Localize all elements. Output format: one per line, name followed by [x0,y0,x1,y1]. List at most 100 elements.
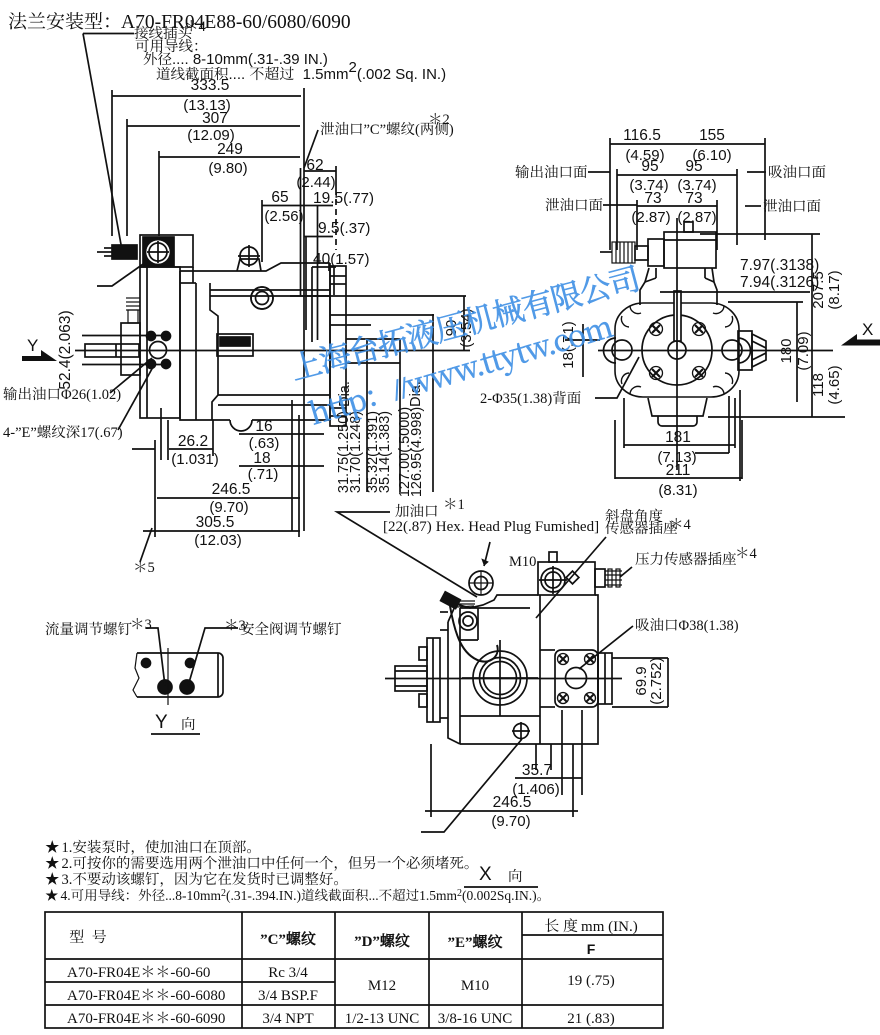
svg-text:(.63): (.63) [249,435,280,452]
svg-text:52.4(2.063): 52.4(2.063) [57,310,74,389]
svg-text:A70-FR04E＊＊-60-6090: A70-FR04E＊＊-60-6090 [67,1011,225,1027]
svg-text:(7.13): (7.13) [657,449,696,466]
svg-text:116.5: 116.5 [623,127,661,144]
svg-text:A70-FR04E88-60/6080/6090: A70-FR04E88-60/6080/6090 [121,12,351,33]
svg-text:”E”螺纹: ”E”螺纹 [447,934,502,951]
svg-text:(4.65): (4.65) [826,365,843,404]
svg-text:(2.87): (2.87) [631,209,670,226]
svg-text:＊5: ＊5 [133,560,155,576]
svg-text:Dia.: Dia. [337,381,353,407]
svg-text:1/2-13 UNC: 1/2-13 UNC [345,1011,420,1027]
svg-text:31.70(1.248): 31.70(1.248) [348,411,364,493]
svg-text:长 度mm (IN.): 长 度mm (IN.) [544,918,637,935]
svg-text:31.75(1.250): 31.75(1.250) [336,411,352,493]
svg-text:180: 180 [778,338,795,363]
svg-text:型 号: 型 号 [69,929,107,946]
svg-text:斜盘角度: 斜盘角度 [605,508,663,525]
svg-text:35.7: 35.7 [522,762,552,779]
svg-text:Dia.: Dia. [408,381,424,407]
svg-text:Y: Y [155,712,168,733]
svg-text:(1.031): (1.031) [171,451,219,468]
svg-text:(9.80): (9.80) [208,160,247,177]
svg-text:3/4 BSP.F: 3/4 BSP.F [258,988,318,1004]
svg-text:73: 73 [644,190,661,207]
svg-text:[22(.87)Hex. Head Plug Fumishe: [22(.87)Hex. Head Plug Fumished] [383,519,599,535]
svg-text:(7.09): (7.09) [795,331,812,370]
svg-text:333.5: 333.5 [191,77,230,94]
svg-text:法兰安装型：: 法兰安装型： [8,7,122,34]
svg-text:＊4: ＊4 [669,517,691,533]
svg-text:＊4: ＊4 [735,546,757,562]
svg-text:126.95(4.998): 126.95(4.998) [409,407,425,497]
svg-text:泄油口面: 泄油口面 [545,197,603,214]
svg-text:35.14(1.383): 35.14(1.383) [377,411,393,493]
svg-text:＊4: ＊4 [184,19,206,35]
svg-text:＊3: ＊3 [130,617,152,633]
svg-text:向: 向 [181,716,196,733]
svg-text:★4.可用导线：外径...8-10mm2(.31-.394.: ★4.可用导线：外径...8-10mm2(.31-.394.IN.)道线截面积.… [45,888,550,903]
svg-text:246.5: 246.5 [493,794,532,811]
svg-text:4-”E”螺纹深17(.67): 4-”E”螺纹深17(.67) [3,424,123,441]
svg-text:35.32(1.391): 35.32(1.391) [365,411,381,493]
svg-text:吸油口面: 吸油口面 [768,164,826,181]
svg-text:X: X [479,864,492,885]
svg-text:安全阀调节螺钉: 安全阀调节螺钉 [240,621,342,638]
svg-text:(.71): (.71) [248,466,279,483]
svg-text:输出油口Φ26(1.02): 输出油口Φ26(1.02) [3,386,121,403]
svg-text:(8.31): (8.31) [658,482,697,499]
svg-text:(4.59): (4.59) [625,147,664,164]
svg-text:62: 62 [306,157,323,174]
svg-text:65: 65 [271,189,288,206]
svg-text:Y: Y [27,336,38,355]
svg-text:181: 181 [665,429,691,446]
svg-text:可用导线：: 可用导线： [135,38,208,55]
svg-text:3/8-16 UNC: 3/8-16 UNC [438,1011,513,1027]
svg-text:★1.安装泵时，使加油口在顶部。: ★1.安装泵时，使加油口在顶部。 [45,839,261,856]
svg-text:加油口: 加油口 [395,503,439,520]
svg-text:69.9: 69.9 [633,666,650,695]
svg-text:(3.74): (3.74) [629,177,668,194]
svg-text:(2.56): (2.56) [264,208,303,225]
svg-text:A70-FR04E＊＊-60-6080: A70-FR04E＊＊-60-6080 [67,988,225,1004]
svg-text:19 (.75): 19 (.75) [567,973,615,989]
svg-text:73: 73 [685,190,702,207]
svg-text:118: 118 [810,373,827,397]
svg-text:接线插头: 接线插头 [134,25,192,42]
svg-text:”C”螺纹: ”C”螺纹 [260,931,316,948]
svg-text:(12.03): (12.03) [194,532,242,549]
svg-text:9.5(.37): 9.5(.37) [318,220,370,237]
svg-text:★3.不要动该螺钉，因为它在发货时已调整好。: ★3.不要动该螺钉，因为它在发货时已调整好。 [45,871,348,888]
svg-text:307: 307 [202,110,228,127]
svg-text:(3.74): (3.74) [677,177,716,194]
svg-text:95: 95 [641,158,658,175]
svg-text:传感器插座: 传感器插座 [605,520,678,537]
svg-text:吸油口Φ38(1.38): 吸油口Φ38(1.38) [635,617,739,634]
svg-text:M12: M12 [368,978,396,994]
svg-text:305.5: 305.5 [196,514,235,531]
svg-text:泄油口”C”螺纹(两侧): 泄油口”C”螺纹(两侧) [320,121,454,138]
svg-text:90: 90 [443,320,460,337]
svg-text:(2.44): (2.44) [296,174,335,191]
svg-text:＊1: ＊1 [443,497,465,513]
svg-text:F: F [587,941,596,957]
svg-text:M10: M10 [509,554,536,570]
svg-text:(6.10): (6.10) [692,147,731,164]
svg-text:7.94(.3126): 7.94(.3126) [740,274,819,291]
svg-text:Rc 3/4: Rc 3/4 [268,965,308,981]
svg-text:”D”螺纹: ”D”螺纹 [354,933,410,950]
svg-text:泄油口面: 泄油口面 [763,198,821,215]
svg-text:21 (.83): 21 (.83) [567,1011,615,1027]
svg-text:X: X [862,320,873,339]
svg-text:19.5(.77): 19.5(.77) [313,190,374,207]
svg-text:7.97(.3138): 7.97(.3138) [740,257,819,274]
svg-text:211: 211 [666,462,691,479]
svg-text:压力传感器插座: 压力传感器插座 [635,551,737,568]
svg-text:95: 95 [685,158,702,175]
svg-text:(1.406): (1.406) [512,781,560,798]
svg-text:(8.17): (8.17) [826,270,843,309]
svg-text:(2.87): (2.87) [677,209,716,226]
svg-text:(9.70): (9.70) [491,813,530,830]
svg-text:18: 18 [253,450,270,467]
svg-text:249: 249 [217,141,243,158]
svg-text:3/4 NPT: 3/4 NPT [262,1011,313,1027]
